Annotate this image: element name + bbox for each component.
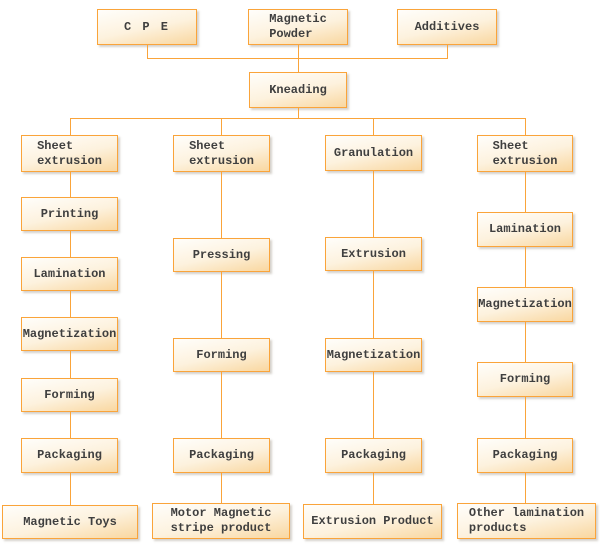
flow-node-magnetization-col3: Magnetization (325, 338, 422, 372)
flow-node-sheet-extrusion-col1: Sheet extrusion (21, 135, 118, 172)
connector-line (70, 172, 71, 197)
connector-line (70, 291, 71, 317)
flow-node-product-extrusion-product: Extrusion Product (303, 504, 442, 539)
node-label: Kneading (269, 82, 327, 97)
node-label: Magnetic Powder (269, 12, 327, 41)
node-label: Lamination (33, 266, 106, 281)
node-label: Extrusion Product (311, 514, 434, 528)
node-label: Magnetization (22, 326, 117, 341)
flow-node-additives: Additives (397, 9, 497, 45)
connector-line (373, 372, 374, 438)
node-label: Forming (196, 347, 247, 362)
flow-node-printing: Printing (21, 197, 118, 231)
flow-node-product-motor-magnetic-stripe: Motor Magnetic stripe product (152, 503, 290, 539)
node-label: Magnetization (478, 297, 572, 311)
flow-node-packaging-col3: Packaging (325, 438, 422, 473)
connector-line (525, 247, 526, 287)
connector-line (70, 118, 526, 119)
connector-line (147, 58, 448, 59)
connector-line (221, 372, 222, 438)
node-label: Motor Magnetic stripe product (170, 506, 272, 535)
flow-node-kneading: Kneading (249, 72, 347, 108)
connector-line (147, 45, 148, 59)
node-label: Magnetic Toys (23, 514, 117, 529)
flow-node-extrusion: Extrusion (325, 237, 422, 271)
flow-node-cpe: C P E (97, 9, 197, 45)
flow-node-packaging-col4: Packaging (477, 438, 573, 473)
connector-line (221, 272, 222, 338)
node-label: Forming (44, 387, 95, 402)
flow-node-magnetization-col4: Magnetization (477, 287, 573, 322)
connector-line (525, 172, 526, 212)
connector-line (221, 118, 222, 135)
flow-node-sheet-extrusion-col2: Sheet extrusion (173, 135, 270, 172)
flow-node-granulation: Granulation (325, 135, 422, 171)
flow-node-forming-col1: Forming (21, 378, 118, 412)
flow-node-forming-col4: Forming (477, 362, 573, 397)
connector-line (373, 473, 374, 504)
connector-line (525, 473, 526, 503)
connector-line (525, 397, 526, 438)
node-label: Additives (414, 19, 480, 34)
node-label: Other lamination products (468, 506, 585, 535)
node-label: Pressing (192, 247, 251, 262)
node-label: Packaging (492, 448, 558, 462)
flow-node-packaging-col2: Packaging (173, 438, 270, 473)
connector-line (70, 118, 71, 135)
node-label: Sheet extrusion (37, 138, 102, 168)
connector-line (373, 118, 374, 135)
node-label: Lamination (488, 222, 561, 236)
node-label: Sheet extrusion (189, 138, 254, 168)
connector-line (70, 231, 71, 257)
connector-line (373, 171, 374, 237)
node-label: Packaging (341, 448, 406, 462)
connector-line (221, 473, 222, 503)
connector-line (373, 271, 374, 338)
flow-node-forming-col2: Forming (173, 338, 270, 372)
connector-line (70, 351, 71, 378)
node-label: Granulation (333, 145, 414, 160)
connector-line (70, 412, 71, 438)
node-label: Forming (499, 372, 551, 386)
flow-node-magnetic-powder: Magnetic Powder (248, 9, 348, 45)
connector-line (221, 172, 222, 238)
node-label: Sheet extrusion (492, 138, 558, 168)
connector-line (298, 45, 299, 72)
connector-line (525, 322, 526, 362)
flow-node-sheet-extrusion-col4: Sheet extrusion (477, 135, 573, 172)
flow-node-lamination-col1: Lamination (21, 257, 118, 291)
connector-line (447, 45, 448, 59)
connector-line (70, 473, 71, 505)
node-label: Packaging (37, 448, 102, 462)
node-label: Magnetization (326, 347, 421, 362)
flow-node-magnetization-col1: Magnetization (21, 317, 118, 351)
connector-line (525, 118, 526, 135)
connector-line (298, 108, 299, 119)
flow-node-lamination-col4: Lamination (477, 212, 573, 247)
flow-node-pressing: Pressing (173, 238, 270, 272)
node-label: Packaging (189, 448, 254, 462)
flow-node-packaging-col1: Packaging (21, 438, 118, 473)
flow-node-product-other-lamination: Other lamination products (457, 503, 596, 539)
node-label: C P E (123, 19, 170, 34)
node-label: Extrusion (341, 246, 406, 261)
node-label: Printing (40, 206, 99, 221)
flow-node-product-magnetic-toys: Magnetic Toys (2, 505, 138, 539)
